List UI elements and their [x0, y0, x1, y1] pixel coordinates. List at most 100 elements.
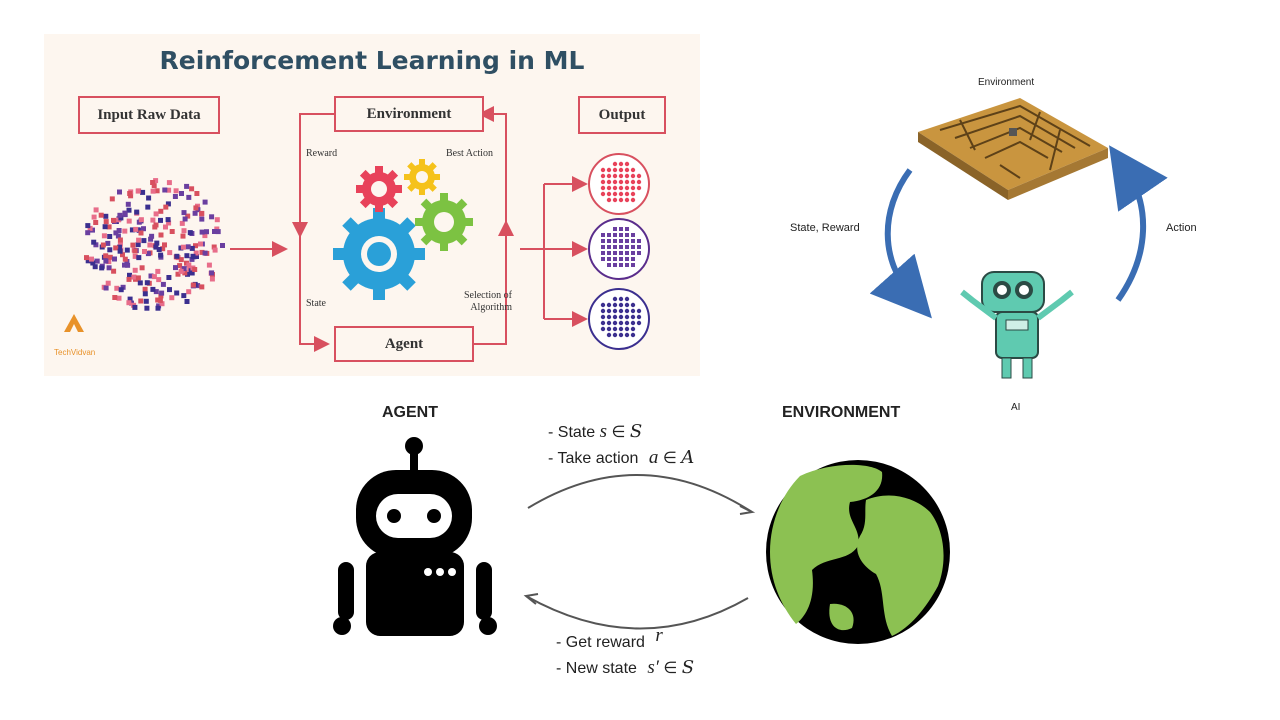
data-point: [153, 244, 159, 250]
data-point: [150, 180, 156, 185]
data-point: [193, 205, 199, 211]
data-point: [105, 240, 111, 246]
data-point: [111, 268, 117, 274]
agent-heading: AGENT: [382, 404, 438, 421]
cluster-point: [625, 227, 629, 231]
data-point: [156, 247, 162, 252]
data-point: [103, 253, 109, 259]
cluster-point: [631, 263, 635, 267]
data-point: [153, 289, 159, 295]
output-cluster-2: [588, 218, 650, 280]
data-point: [178, 257, 184, 263]
data-point: [98, 212, 104, 218]
cluster-point: [601, 239, 605, 243]
cluster-point: [630, 197, 636, 203]
cluster-point: [624, 296, 630, 302]
state-label: State: [306, 298, 326, 309]
data-point: [181, 266, 187, 272]
data-point: [199, 284, 205, 290]
new-state-line: - New state s′ ∈ S: [556, 656, 694, 681]
cluster-point: [618, 302, 624, 308]
output-cluster-3: [588, 288, 650, 350]
cluster-point: [636, 185, 642, 191]
action-arrow: [1109, 145, 1168, 302]
cluster-point: [637, 245, 641, 249]
cluster-point: [630, 326, 636, 332]
cluster-point: [630, 332, 636, 338]
data-point: [118, 287, 124, 293]
data-point: [185, 244, 191, 250]
data-point: [215, 229, 221, 235]
cluster-point: [625, 257, 629, 261]
cluster-point: [612, 332, 618, 338]
data-point: [127, 296, 133, 302]
state-reward-label: State, Reward: [790, 222, 860, 234]
data-point: [178, 268, 184, 274]
cluster-point: [618, 185, 624, 191]
data-point: [189, 186, 195, 192]
cluster-point: [636, 179, 642, 185]
data-point: [186, 289, 192, 295]
data-point: [120, 252, 125, 258]
cluster-point: [624, 332, 630, 338]
output-box: Output: [578, 96, 666, 134]
cluster-point: [612, 314, 618, 320]
data-point: [103, 285, 109, 291]
data-point: [158, 252, 164, 258]
cluster-point: [625, 263, 629, 267]
action-line: - Take action a ∈ A: [548, 446, 694, 471]
cluster-point: [618, 308, 624, 314]
data-point: [142, 291, 148, 297]
data-point: [199, 210, 205, 216]
cluster-point: [619, 239, 623, 243]
data-point: [148, 273, 154, 279]
cluster-point: [625, 233, 629, 237]
data-point: [189, 245, 195, 251]
cluster-point: [601, 251, 605, 255]
data-point: [132, 253, 138, 259]
data-point: [181, 228, 187, 234]
cluster-point: [636, 314, 642, 320]
cluster-point: [613, 257, 617, 261]
cluster-point: [624, 185, 630, 191]
data-point: [167, 250, 173, 256]
cluster-point: [612, 191, 618, 197]
data-point: [190, 253, 196, 259]
cluster-point: [618, 332, 624, 338]
data-point: [181, 293, 187, 299]
cluster-point: [606, 173, 612, 179]
cluster-point: [630, 179, 636, 185]
reward-text: - Get reward: [556, 634, 645, 651]
data-point: [159, 290, 165, 296]
environment-box: Environment: [334, 96, 484, 132]
data-point: [220, 243, 225, 248]
output-cluster-1: [588, 153, 650, 215]
data-point: [146, 195, 152, 201]
data-point: [175, 271, 181, 277]
data-point: [116, 228, 122, 233]
data-point: [103, 258, 109, 264]
data-point: [135, 242, 141, 248]
data-point: [113, 245, 119, 251]
cluster-point: [624, 314, 630, 320]
action-text: - Take action: [548, 450, 639, 467]
cluster-point: [606, 308, 612, 314]
ai-label: AI: [1011, 402, 1021, 413]
data-point: [155, 268, 161, 274]
data-point: [172, 194, 178, 199]
data-point: [139, 265, 145, 271]
data-point: [122, 228, 128, 234]
data-point: [198, 241, 203, 247]
cluster-point: [613, 245, 617, 249]
cluster-point: [618, 167, 624, 173]
data-point: [174, 290, 180, 296]
data-point: [114, 285, 120, 291]
action-label: Action: [1166, 222, 1197, 234]
data-point: [117, 237, 123, 243]
new-state-set: S: [681, 657, 695, 678]
cluster-point: [636, 320, 642, 326]
data-point: [193, 243, 198, 249]
data-point: [126, 276, 132, 282]
cluster-point: [612, 302, 618, 308]
data-point: [189, 256, 195, 262]
